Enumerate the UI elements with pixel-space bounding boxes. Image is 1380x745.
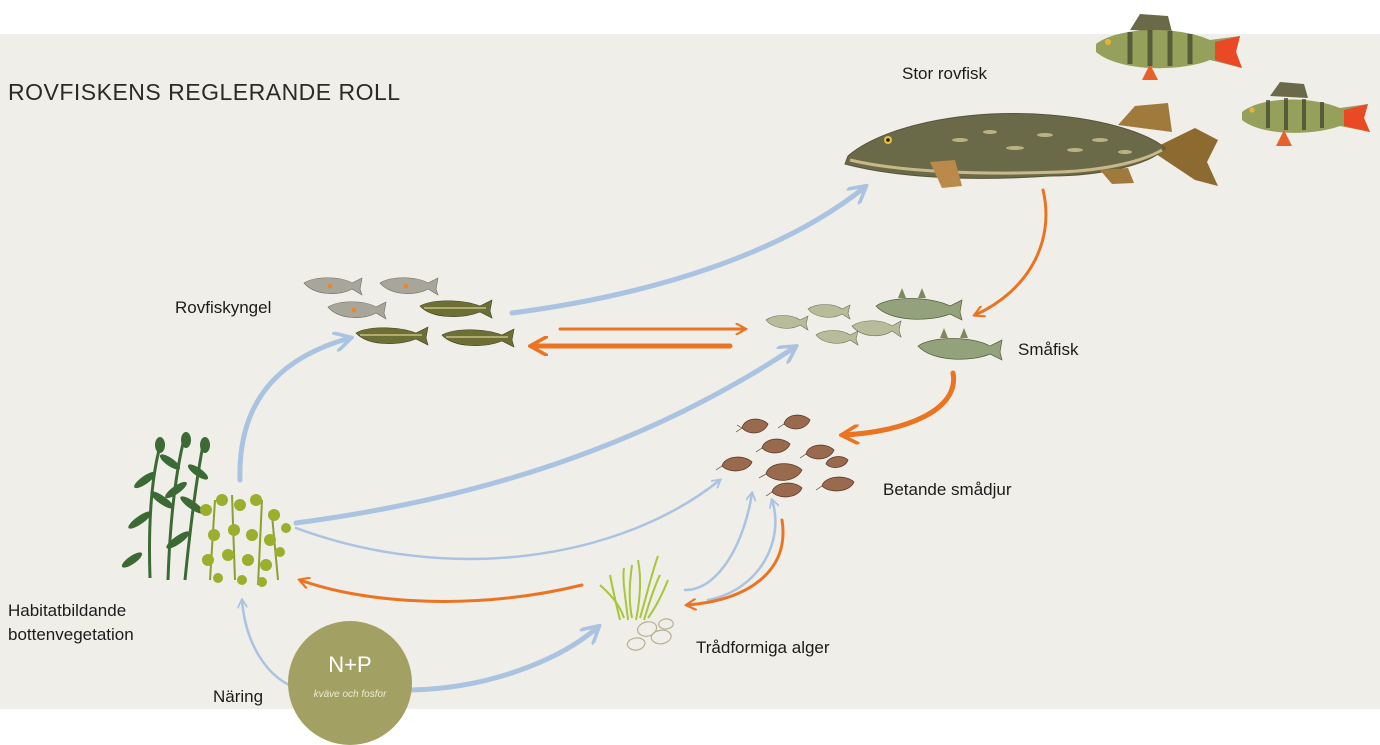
nutrient-circle [288,621,412,745]
label-smafisk: Småfisk [1018,339,1078,361]
label-naring: Näring [213,686,263,708]
arrow-alger-to-betande-smadjur-a [685,493,752,590]
nutrient-badge-main: N+P [288,652,412,678]
arrow-alger-to-vegetation [300,580,582,601]
stickleback-icon [766,288,1002,360]
algae-icon [600,556,673,650]
arrow-naring-to-alger [412,627,598,690]
nutrient-badge-sub: kväve och fosfor [288,689,412,700]
arrow-vegetation-to-rovfiskyngel [240,338,350,480]
arrow-alger-to-betande-smadjur-b [708,500,775,600]
arrow-stor-rovfisk-to-smafisk [975,190,1046,315]
arrow-smadjur-to-alger [687,520,783,605]
arrow-vegetation-to-smafisk [296,347,795,523]
label-stor-rovfisk: Stor rovfisk [902,63,987,85]
fish-fry-icon [304,278,514,347]
label-habitat-line2: bottenvegetation [8,624,134,646]
pike-icon [845,103,1218,188]
diagram-title: ROVFISKENS REGLERANDE ROLL [8,79,401,106]
amphipod-icon [722,415,854,497]
arrow-vegetation-to-betande-smadjur [296,480,720,559]
label-betande-smadjur: Betande smådjur [883,479,1012,501]
label-habitat-line1: Habitatbildande [8,600,126,622]
label-tradformiga-alger: Trådformiga alger [696,637,830,659]
perch-icon [1242,82,1370,146]
arrow-smafisk-to-betande-smadjur [843,373,954,435]
arrow-rovfiskyngel-to-stor-rovfisk [512,187,865,313]
perch-icon [1096,14,1242,80]
label-rovfiskyngel: Rovfiskyngel [175,297,271,319]
water-plant-icon [120,432,291,587]
